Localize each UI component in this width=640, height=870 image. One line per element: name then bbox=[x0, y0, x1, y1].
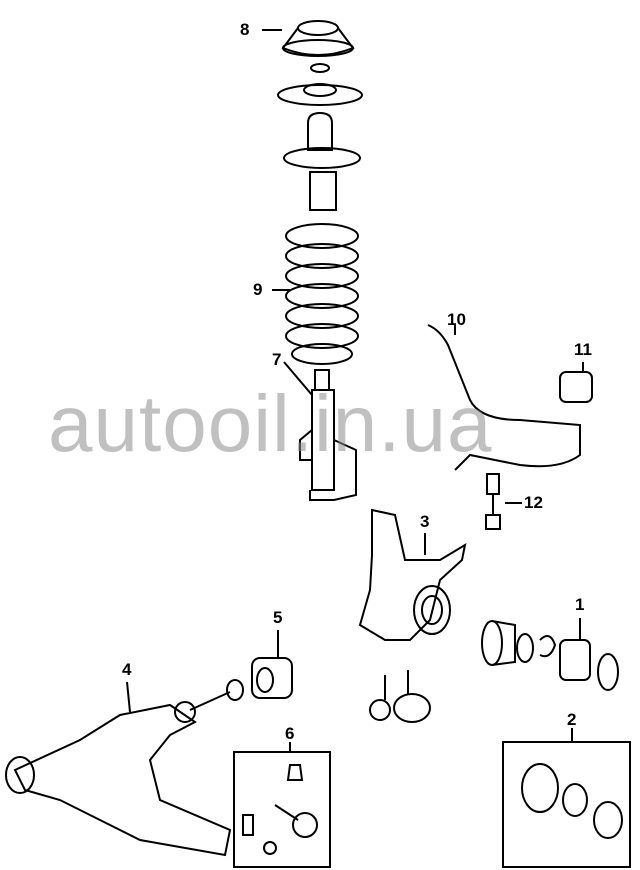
hub-bearing-kit bbox=[481, 620, 619, 691]
coil-spring bbox=[285, 223, 359, 365]
strut-mount bbox=[281, 20, 355, 57]
callout-3: 3 bbox=[420, 512, 430, 531]
ball-joint bbox=[369, 670, 431, 723]
bearing-kit-box bbox=[502, 741, 631, 868]
steering-knuckle bbox=[358, 508, 467, 641]
leader-4 bbox=[126, 681, 131, 713]
callout-8: 8 bbox=[240, 20, 250, 39]
stabilizer-link bbox=[485, 473, 501, 530]
upper-seat bbox=[277, 63, 363, 106]
callout-4: 4 bbox=[122, 660, 132, 679]
callout-1: 1 bbox=[575, 595, 585, 614]
control-arm-bushing bbox=[226, 657, 293, 701]
callout-11: 11 bbox=[574, 340, 592, 359]
strut bbox=[299, 369, 357, 501]
leader-7 bbox=[283, 361, 313, 396]
callout-10: 10 bbox=[447, 310, 466, 329]
bump-stop bbox=[283, 111, 361, 211]
callout-12: 12 bbox=[524, 493, 543, 512]
callout-9: 9 bbox=[253, 280, 263, 299]
callout-6: 6 bbox=[285, 724, 295, 743]
callout-5: 5 bbox=[273, 608, 283, 627]
callout-7: 7 bbox=[272, 350, 282, 369]
lower-control-arm bbox=[5, 691, 232, 857]
stabilizer-bushing bbox=[559, 371, 593, 403]
ball-joint-kit-box bbox=[233, 751, 331, 868]
watermark: autooil.in.ua bbox=[48, 379, 493, 468]
callout-2: 2 bbox=[567, 710, 577, 729]
stabilizer-bar bbox=[427, 324, 581, 471]
